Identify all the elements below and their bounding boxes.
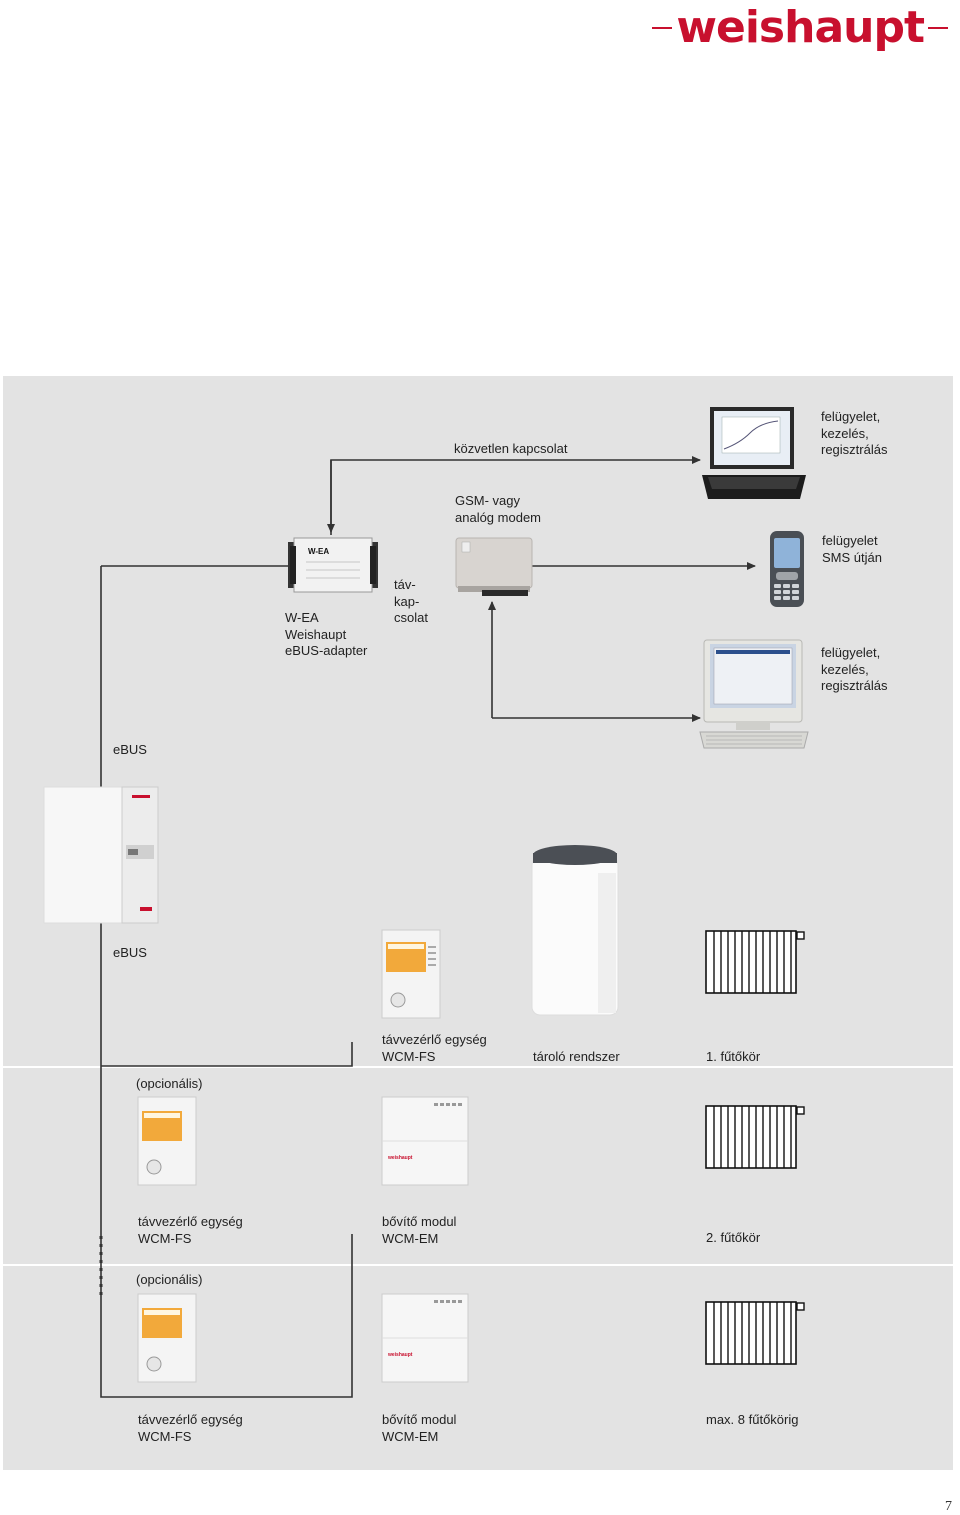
logo-dash-left [652, 27, 673, 29]
label-expansion-2: bővítő modul WCM-EM [382, 1412, 457, 1444]
label-ebus-2: eBUS [113, 945, 147, 960]
label-expansion-1: bővítő modul WCM-EM [382, 1214, 457, 1246]
mobile-phone-image [770, 531, 804, 607]
section-divider-2 [3, 1264, 953, 1266]
expansion-module-1-image: weishaupt [381, 1096, 469, 1186]
label-circuit-1: 1. fűtőkör [706, 1049, 761, 1064]
adapter-device-label: W-EA [308, 547, 329, 556]
expansion-module-2-brand: weishaupt [387, 1352, 413, 1358]
remote-control-unit-3-image [137, 1293, 197, 1383]
label-optional-1: (opcionális) [136, 1076, 203, 1091]
page-number: 7 [945, 1499, 952, 1514]
label-adapter: W-EA Weishaupt eBUS-adapter [285, 610, 368, 658]
label-optional-2: (opcionális) [136, 1272, 203, 1287]
radiator-3-icon [705, 1301, 805, 1365]
label-remote-unit-1: távvezérlő egység WCM-FS [382, 1032, 487, 1064]
label-storage: tároló rendszer [533, 1049, 620, 1064]
label-ebus-1: eBUS [113, 742, 147, 757]
logo-dash-right [928, 27, 948, 29]
label-remote-unit-3: távvezérlő egység WCM-FS [138, 1412, 243, 1444]
label-circuit-max: max. 8 fűtőkörig [706, 1412, 799, 1427]
modem-image [455, 537, 533, 596]
label-circuit-2: 2. fűtőkör [706, 1230, 761, 1245]
remote-control-unit-1-image [381, 929, 441, 1019]
remote-control-unit-2-image [137, 1096, 197, 1186]
label-remote-link: táv- kap- csolat [394, 577, 428, 625]
logo-wordmark: weishaupt [676, 2, 925, 53]
weishaupt-logo: weishaupt [648, 4, 952, 52]
label-monitoring-pc: felügyelet, kezelés, regisztrálás [821, 645, 888, 693]
radiator-1-icon [705, 930, 805, 994]
label-remote-unit-2: távvezérlő egység WCM-FS [138, 1214, 243, 1246]
label-modem: GSM- vagy analóg modem [455, 493, 541, 525]
expansion-module-1-brand: weishaupt [387, 1155, 413, 1161]
storage-tank-image [531, 845, 619, 1016]
section-divider-1 [3, 1066, 953, 1068]
desktop-computer-image [699, 639, 809, 749]
label-monitoring-top: felügyelet, kezelés, regisztrálás [821, 409, 888, 457]
expansion-module-2-image: weishaupt [381, 1293, 469, 1383]
label-sms: felügyelet SMS útján [822, 533, 882, 565]
ebus-adapter-image: W-EA [288, 537, 378, 593]
radiator-2-icon [705, 1105, 805, 1169]
heating-unit-image [43, 786, 159, 924]
laptop-image [702, 407, 806, 499]
label-direct-connection: közvetlen kapcsolat [454, 441, 568, 456]
